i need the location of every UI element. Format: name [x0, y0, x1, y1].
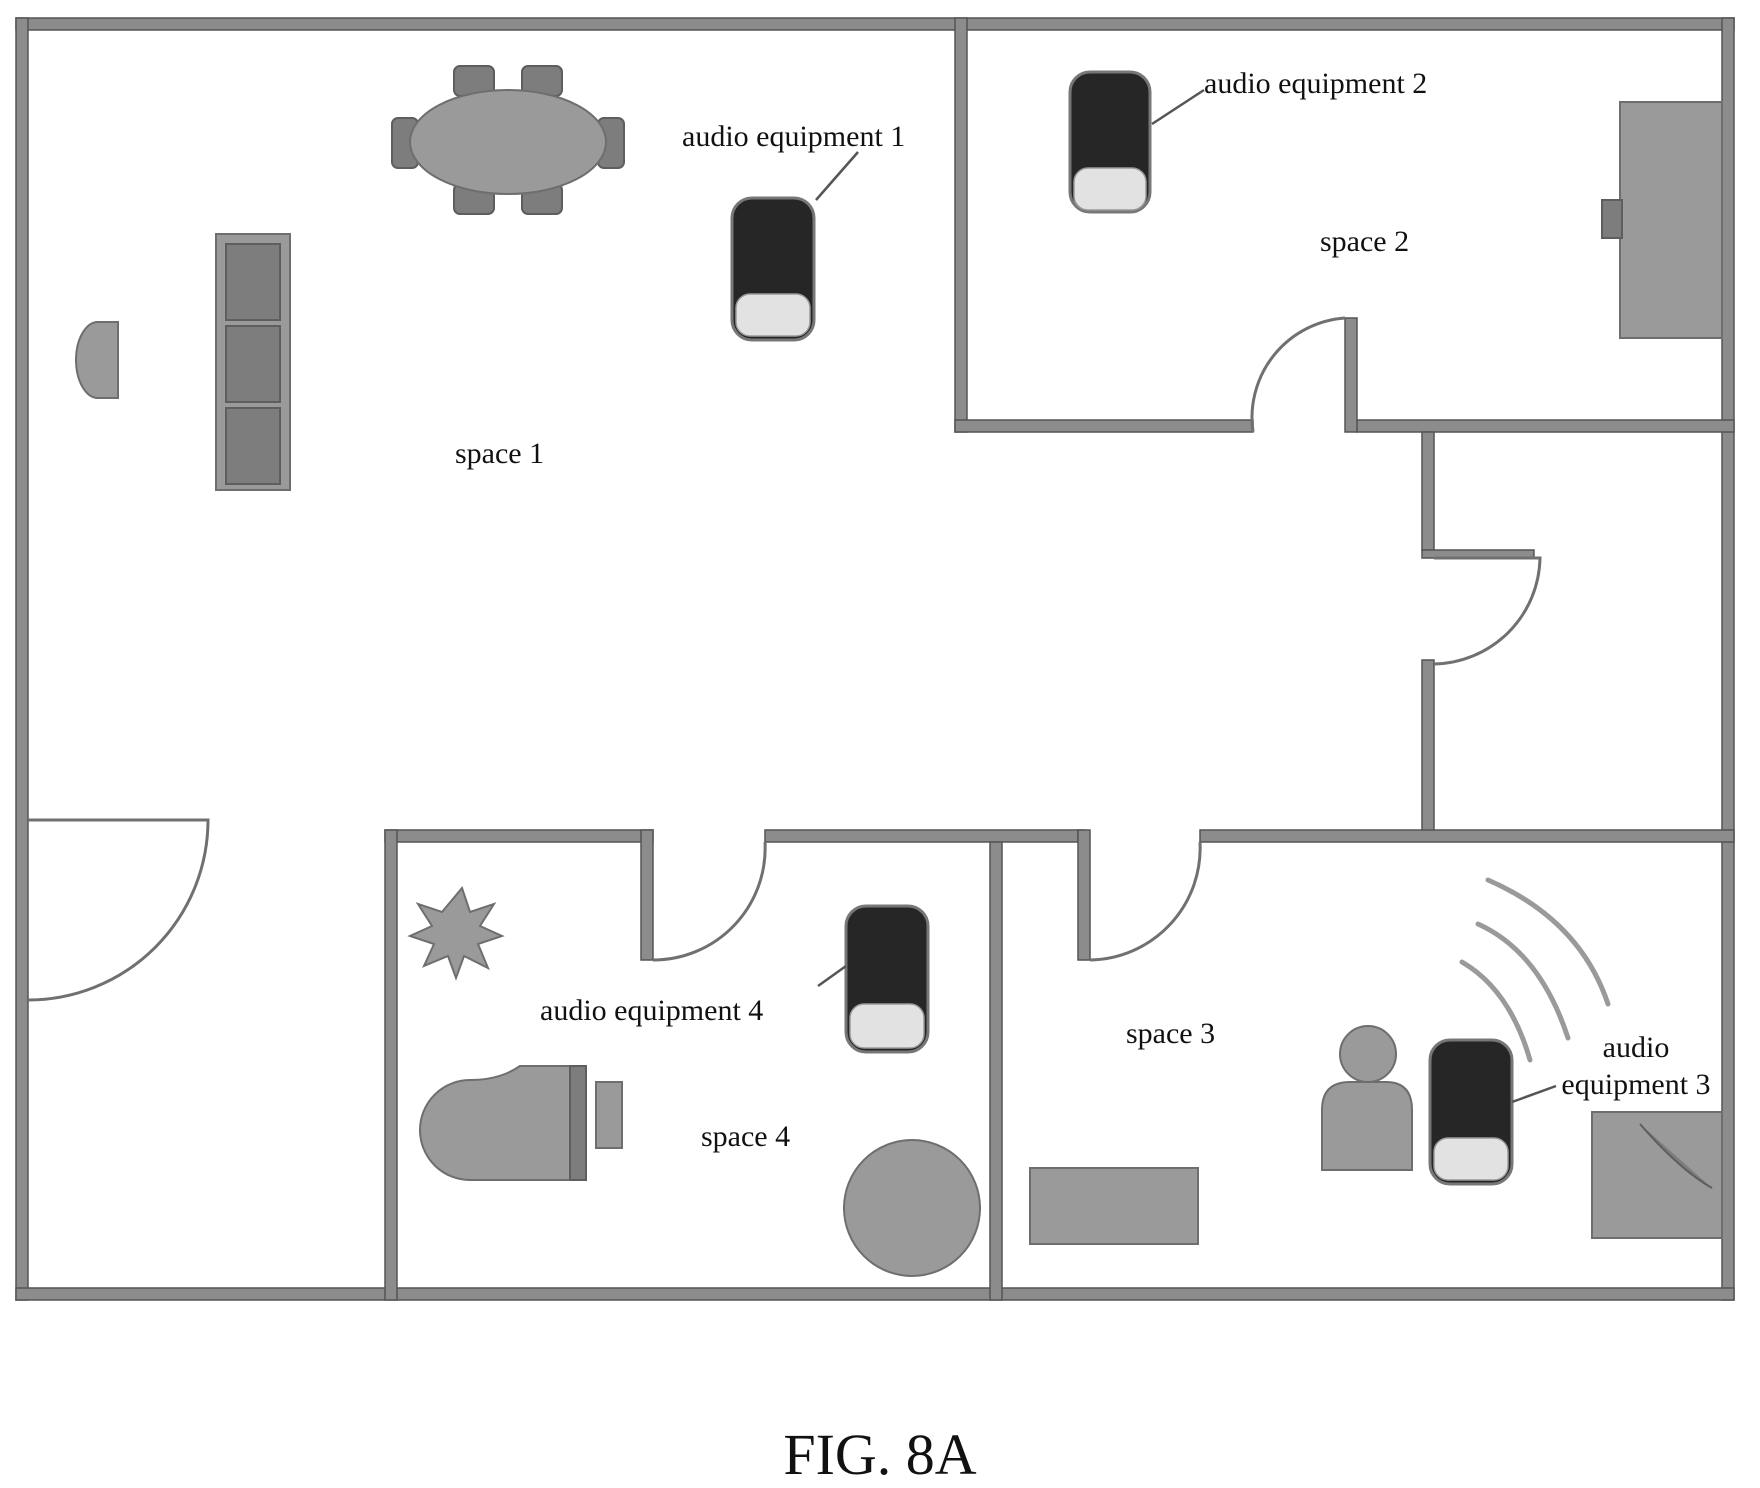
outer-wall-top: [16, 18, 1734, 30]
leader-audio-equipment-1: [816, 152, 858, 200]
space4-door: [653, 842, 765, 960]
outer-wall-left: [16, 18, 28, 1300]
space3-space4-divider: [990, 842, 1002, 1300]
space2-door-jamb: [1345, 318, 1357, 432]
audio-equipment-3-label-line1: audio: [1603, 1031, 1670, 1064]
closet-wall-left-lower: [1422, 660, 1434, 840]
space-1-label: space 1: [455, 437, 544, 470]
space4-wall-top-right: [765, 830, 1078, 842]
leader-audio-equipment-3: [1512, 1086, 1556, 1102]
space4-wall-left: [385, 830, 397, 1300]
dining-table: [392, 66, 624, 214]
space3-wall-top-right: [1200, 830, 1734, 842]
audio-equipment-1-label: audio equipment 1: [682, 120, 905, 153]
audio-equipment-4-speaker-icon: [846, 906, 928, 1052]
audio-equipment-2-speaker-icon: [1070, 72, 1150, 212]
space2-door: [1252, 318, 1345, 432]
piano: [420, 1066, 622, 1180]
space4-wall-top-left: [385, 830, 653, 842]
outer-wall-bottom: [16, 1288, 1734, 1300]
space2-wall-left: [955, 18, 967, 432]
audio-equipment-3-label-line2: equipment 3: [1561, 1068, 1710, 1101]
round-table: [844, 1140, 980, 1276]
leader-audio-equipment-2: [1152, 90, 1204, 124]
audio-equipment-2-label: audio equipment 2: [1204, 67, 1427, 100]
plant-icon: [410, 888, 502, 978]
rug: [1030, 1168, 1198, 1244]
space-2-label: space 2: [1320, 225, 1409, 258]
space4-door-jamb: [641, 830, 653, 960]
space3-door: [1090, 842, 1200, 960]
outer-wall-right: [1722, 18, 1734, 1300]
sofa: [216, 234, 290, 490]
space-3-label: space 3: [1126, 1017, 1215, 1050]
bed-space-2: [1602, 102, 1722, 338]
space-4-label: space 4: [701, 1120, 790, 1153]
entrance-door: [28, 820, 208, 1000]
audio-equipment-4-label: audio equipment 4: [540, 994, 763, 1027]
space2-wall-bottom-right: [1357, 420, 1734, 432]
closet-door: [1434, 558, 1540, 664]
figure-caption: FIG. 8A: [783, 1422, 976, 1487]
audio-equipment-3-speaker-icon: [1430, 1040, 1512, 1184]
leader-audio-equipment-4: [818, 966, 846, 986]
sound-waves: [1462, 880, 1608, 1060]
person-icon: [1322, 1026, 1412, 1170]
audio-equipment-1-speaker-icon: [732, 198, 814, 340]
lamp: [76, 322, 118, 398]
closet-wall-left-upper: [1422, 432, 1434, 550]
side-table: [1592, 1112, 1722, 1238]
space3-door-jamb: [1078, 830, 1090, 960]
space2-wall-bottom-left: [955, 420, 1253, 432]
